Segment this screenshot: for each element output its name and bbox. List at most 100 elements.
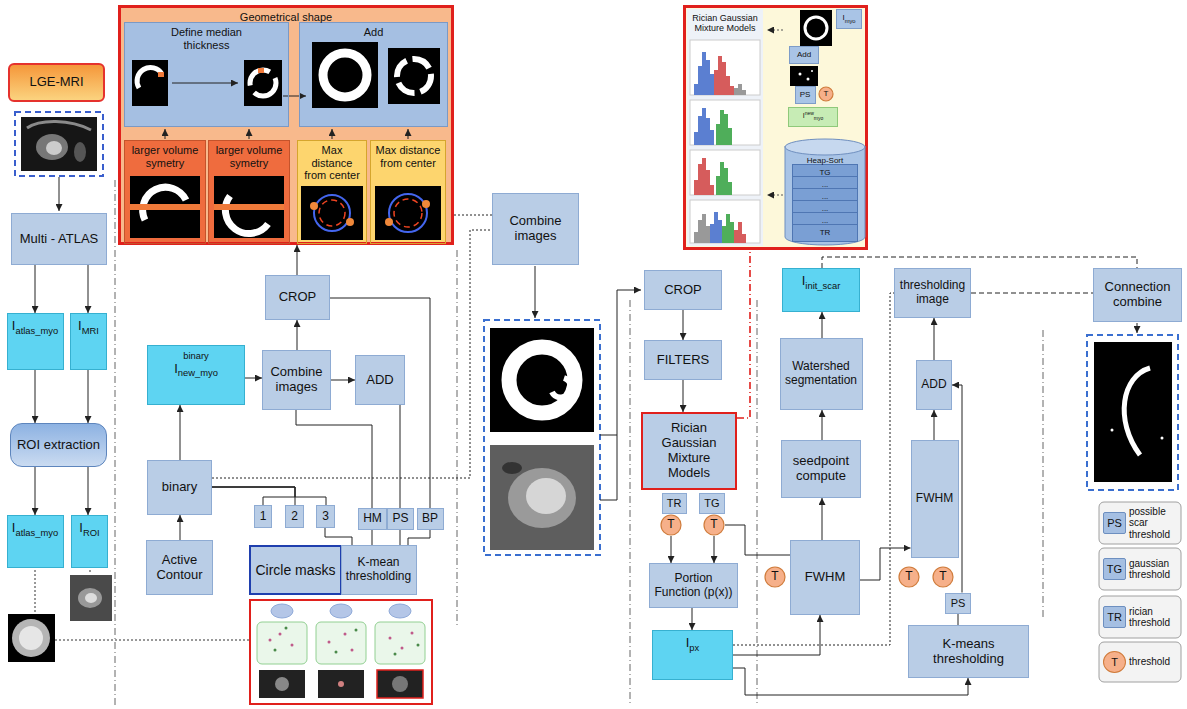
node-text: FILTERS: [657, 353, 710, 368]
combined-images: [552, 378, 571, 398]
process-box: Add: [789, 46, 819, 64]
process-box: Multi - ATLAS: [11, 213, 107, 265]
process-box: seedpoint compute: [781, 440, 861, 498]
mixture-model-panel: [716, 162, 732, 195]
text-line: Ipx: [686, 636, 700, 653]
node-text: ...: [822, 204, 829, 213]
combined-images: [490, 445, 594, 550]
text-line: Inewmyo: [803, 111, 824, 122]
connector: [822, 410, 823, 440]
node-text: K-means thresholding: [912, 637, 1025, 667]
geometrical-shape-panel: [388, 48, 440, 104]
panel: Rician Gaussian Mixture ModelsImyoAddPST…: [683, 5, 868, 250]
connector: [822, 257, 1137, 268]
text-line: Inew_myo: [174, 362, 218, 379]
node-text: Circle masks: [255, 562, 335, 578]
combined-images: [617, 435, 618, 500]
node-text: ...: [822, 180, 829, 189]
node-text: HM: [363, 512, 382, 526]
process-box: K-means thresholding: [908, 625, 1029, 678]
circle-outline: [933, 567, 953, 587]
mixture-model-panel: [767, 195, 783, 196]
geometrical-shape-panel: [143, 187, 186, 220]
geometrical-shape-panel: [214, 176, 284, 238]
connector: [212, 487, 295, 505]
node-text: Rician Gaussian Mixture Models: [690, 13, 760, 34]
connector: [35, 467, 36, 515]
node-text: I: [686, 635, 690, 650]
roi-image: [70, 570, 112, 621]
geometrical-shape-panel: [375, 186, 441, 240]
node-text: 2: [291, 510, 298, 524]
output-image: [1087, 335, 1178, 490]
combined-images: [600, 500, 617, 501]
connector: [683, 380, 684, 412]
connector: [88, 370, 89, 423]
connector: [714, 536, 715, 563]
mask-number: 2: [285, 505, 304, 528]
text-line: Imyo: [842, 13, 855, 24]
node-text: myo: [845, 18, 856, 24]
connector: [934, 318, 935, 360]
node-text: T: [939, 570, 946, 584]
threshold-circle: T: [764, 566, 786, 588]
legend-entry: gaussian threshold: [1129, 548, 1179, 590]
legend-text: threshold: [1129, 656, 1170, 668]
circle-outline: [899, 567, 919, 587]
node-text: PS: [951, 597, 966, 610]
mri-input-image: [21, 117, 97, 171]
threshold-circle: T: [660, 514, 682, 536]
circle-mask-examples: [269, 639, 272, 642]
cylinder-outline: [785, 139, 865, 155]
connector: [692, 608, 693, 630]
node-text: I: [842, 13, 844, 22]
connector: [330, 298, 430, 508]
process-box: ADD: [355, 355, 405, 405]
connector: [934, 410, 935, 440]
geometrical-shape-panel: [130, 176, 200, 238]
geometrical-shape-panel: [124, 140, 206, 244]
legend-entry: rician threshold: [1129, 596, 1179, 638]
circle-mask-examples: [401, 647, 404, 650]
node-text: Geometrical shape: [240, 11, 332, 24]
node-text: LGE-MRI: [29, 75, 83, 90]
node-text: larger volume symetry: [128, 144, 202, 169]
sub-panel: larger volume symetry: [208, 140, 290, 244]
combined-images: [502, 462, 522, 474]
node-text: FWHM: [916, 492, 953, 506]
node-text: CROP: [664, 283, 702, 298]
node-text: Define median thickness: [157, 26, 257, 51]
node-text: T: [667, 518, 674, 532]
legend-text: possible scar threshold: [1129, 506, 1179, 541]
combined-images: [509, 347, 575, 413]
geometrical-shape-panel: [249, 129, 250, 139]
combined-images: [600, 290, 641, 435]
mri-input-image: [15, 112, 103, 176]
image-tag: Inewmyo: [788, 107, 838, 127]
node-text: Combine images: [496, 214, 575, 244]
mri-input-image: [15, 112, 103, 211]
node-text: Add: [797, 50, 811, 59]
connector: [822, 498, 823, 540]
legend-symbol-text: TG: [1107, 563, 1122, 576]
output-image: [1124, 368, 1150, 455]
geometrical-shape-panel: [314, 195, 350, 231]
cylinder-outline: [785, 146, 865, 245]
legend-frame: [1099, 502, 1181, 682]
circle-mask-examples: [250, 600, 432, 704]
mixture-model-panel: [690, 100, 760, 145]
sub-panel: Add: [299, 22, 448, 127]
circle-mask-examples: [269, 632, 414, 652]
circle-mask-examples: [338, 681, 344, 687]
connector: [35, 370, 36, 423]
input-label: LGE-MRI: [8, 63, 105, 102]
node-text: Active Contour: [150, 553, 209, 583]
text-line: IMRI: [78, 319, 99, 336]
roi-image: [90, 570, 91, 574]
mri-input-image: [36, 134, 68, 160]
mixture-model-panel: [714, 56, 734, 95]
legend-symbol-text: PS: [1107, 517, 1122, 530]
geometrical-shape-panel: [165, 129, 166, 139]
mixture-model-panel: [807, 78, 810, 81]
mixture-model-panel: [683, 5, 868, 250]
